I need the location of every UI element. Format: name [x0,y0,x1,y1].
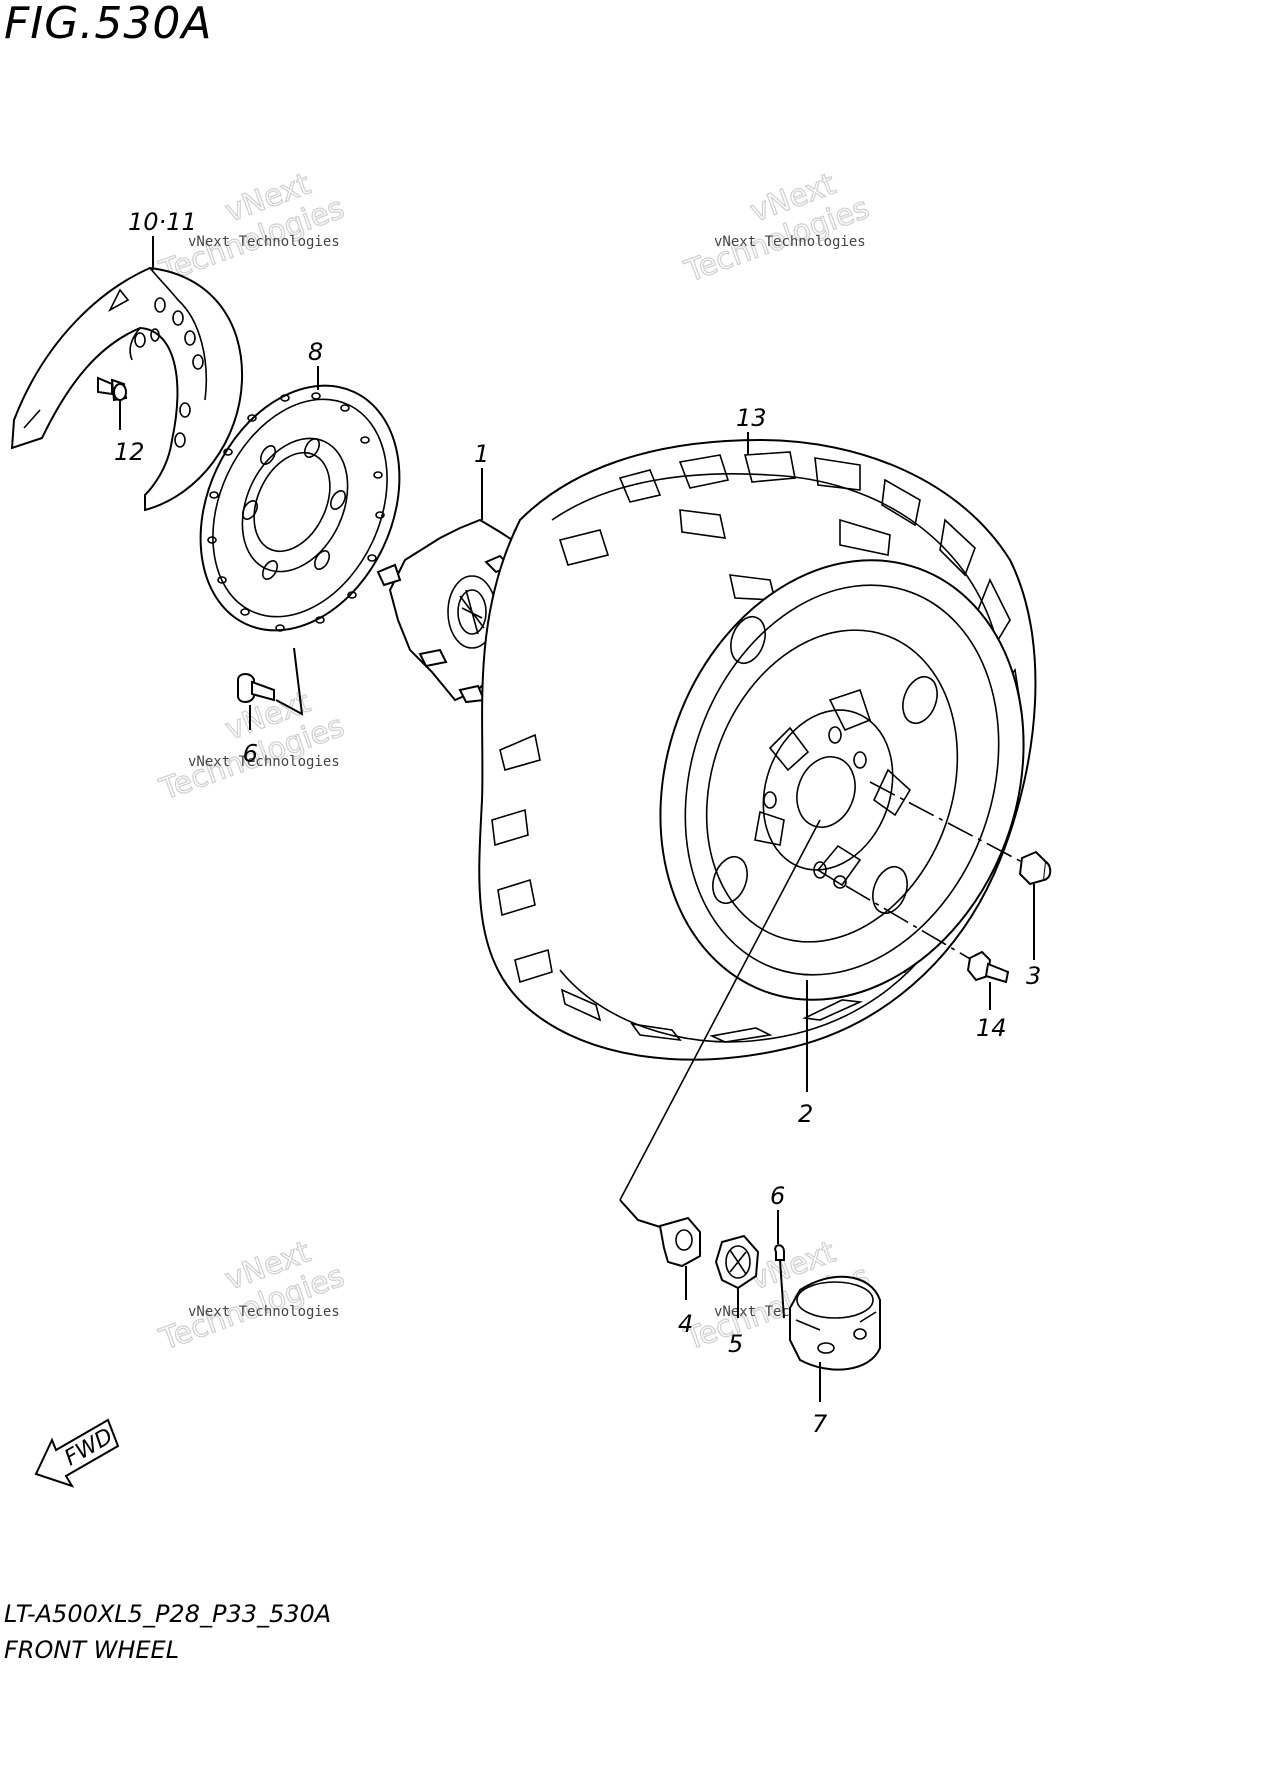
cover-bolt-part[interactable] [97,376,128,402]
callout-2[interactable]: 2 [798,1100,813,1128]
leader-line-4-upper [619,819,821,1201]
wheel-nut-part[interactable] [1018,850,1052,886]
figure-name-caption: FRONT WHEEL [4,1636,180,1664]
leader-line-9-bracket [275,647,304,716]
disc-cover-part[interactable] [10,266,244,512]
valve-hole [833,875,847,889]
watermark-small: vNext Technologies [714,234,866,250]
washer-part[interactable] [658,1216,701,1268]
model-code-caption: LT-A500XL5_P28_P33_530A [4,1600,332,1628]
watermark-top-right: vNext Technologies vNext Technologies [679,166,874,290]
watermark-small: vNext Technologies [188,1304,340,1320]
figure-title: FIG.530A [4,0,213,49]
callout-12[interactable]: 12 [114,438,145,466]
watermark-small: vNext Technologies [188,754,340,770]
callout-9[interactable]: 9 [243,738,258,766]
axis-line-3 [869,781,1023,863]
callout-8[interactable]: 8 [308,338,323,366]
callout-14[interactable]: 14 [976,1014,1007,1042]
callout-5[interactable]: 5 [728,1330,743,1358]
castle-nut-part[interactable] [714,1234,760,1290]
callout-7[interactable]: 7 [812,1410,828,1438]
disc-bolt-part[interactable] [237,673,275,703]
rim-spokes [712,615,938,915]
valve-part[interactable] [966,950,1010,984]
watermark-small: vNext Technologies [188,234,340,250]
disc-mount-holes [241,438,347,580]
cotter-pin-part[interactable] [774,1244,785,1319]
callout-6[interactable]: 6 [770,1182,785,1210]
callout-10-11[interactable]: 10·11 [128,208,197,236]
callout-13[interactable]: 13 [736,404,767,432]
fwd-direction-badge: FWD [34,1418,120,1488]
brake-disc-part[interactable] [163,353,438,663]
callout-1[interactable]: 1 [474,440,489,468]
wheel-rim-part[interactable] [601,509,1084,1052]
watermark-bottom-left: vNext Technologies vNext Technologies [154,1234,349,1358]
callout-3[interactable]: 3 [1026,962,1041,990]
callout-4[interactable]: 4 [678,1310,693,1338]
hub-cap-part[interactable] [789,1275,881,1371]
disc-holes [207,392,385,632]
axis-line-14 [845,885,973,961]
